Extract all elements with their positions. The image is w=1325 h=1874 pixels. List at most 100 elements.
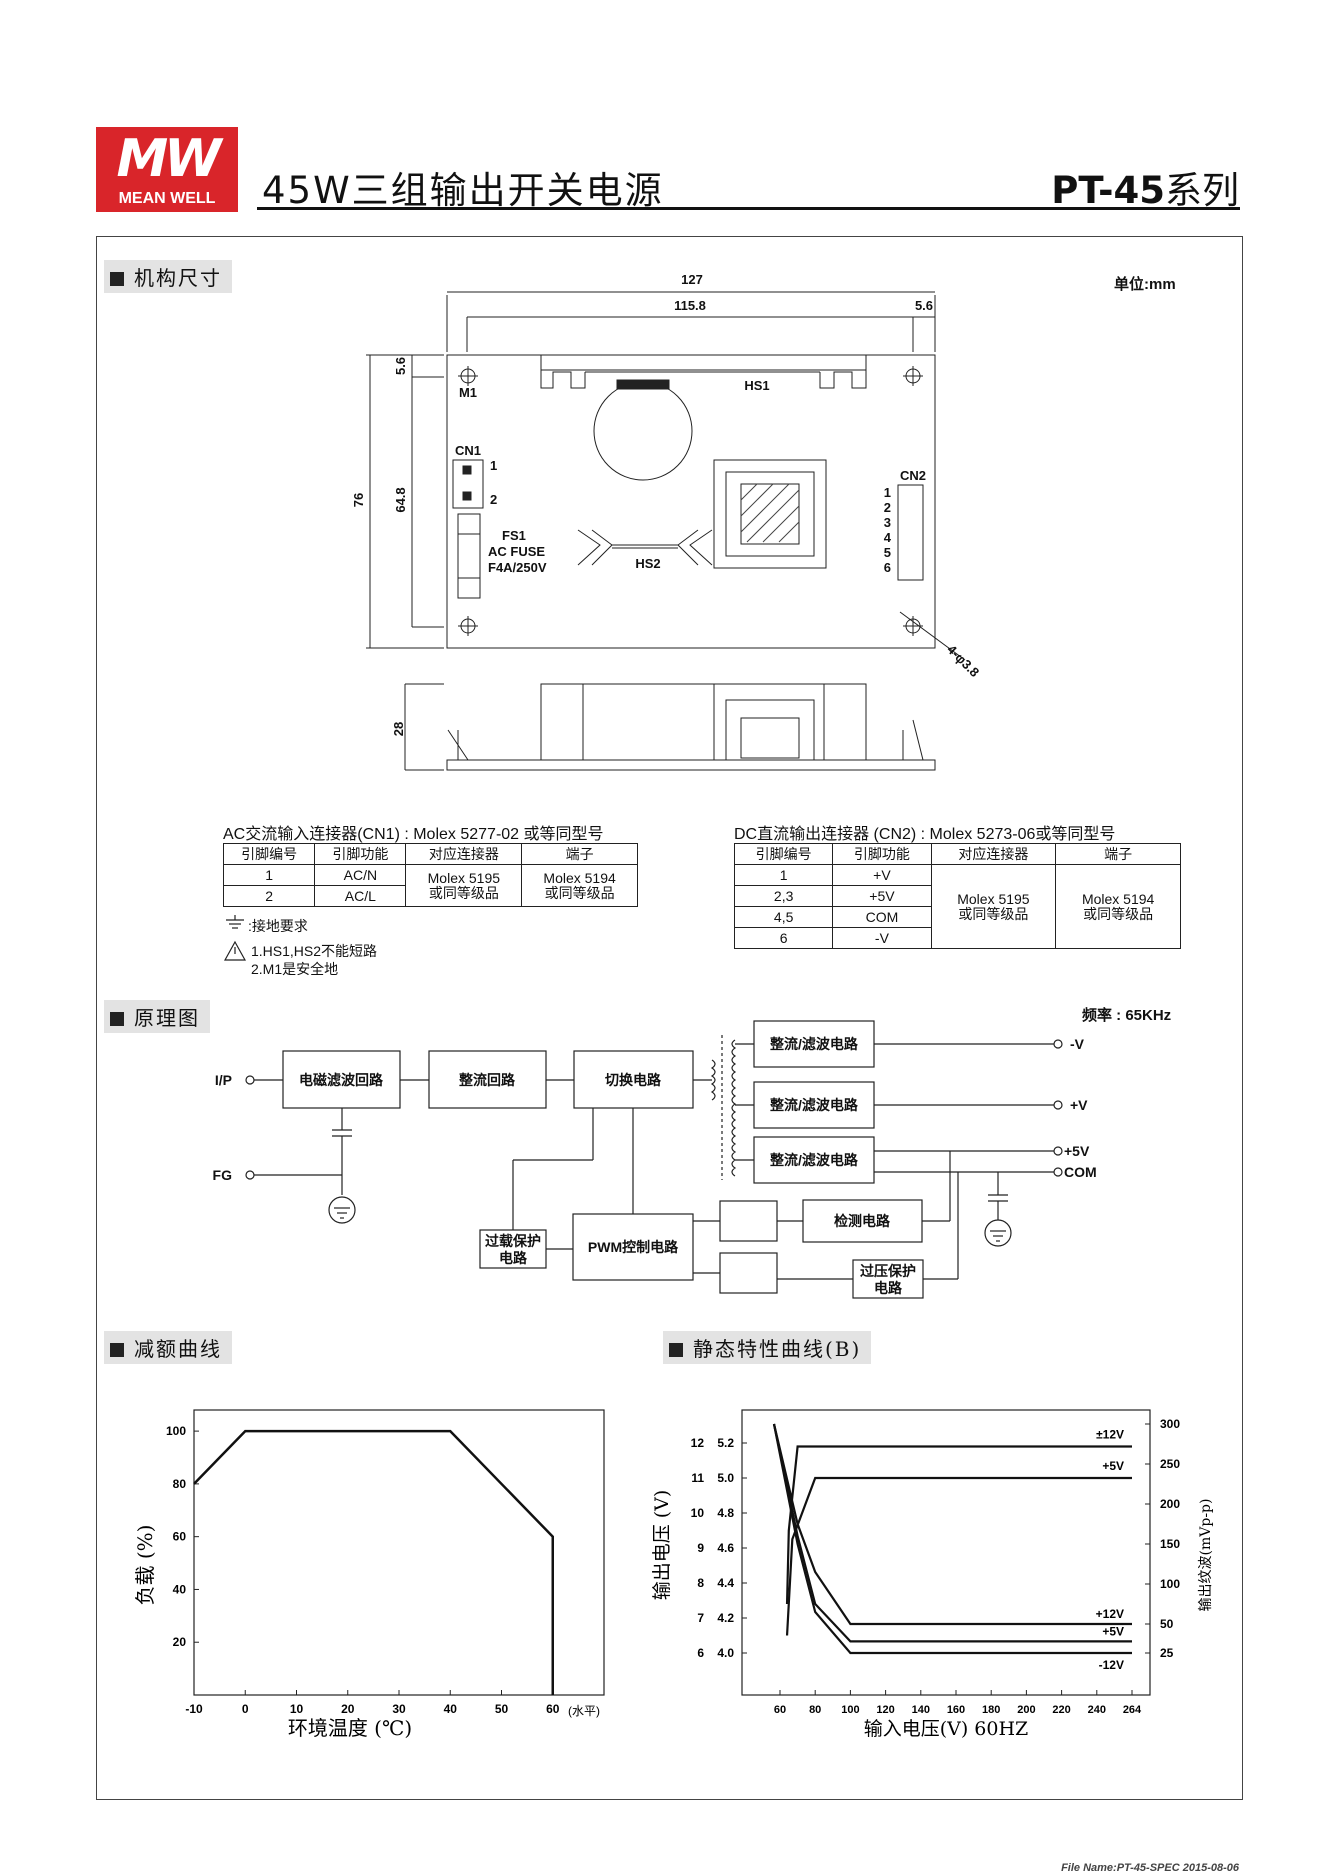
- series-model: PT-45: [1051, 169, 1165, 212]
- static-x-tick-label: 160: [947, 1704, 965, 1716]
- static-y-tick-label-right: 300: [1160, 1417, 1180, 1431]
- label-hs2: HS2: [635, 556, 660, 571]
- static-series-label: +5V: [1102, 1459, 1124, 1473]
- olp-label-1: 过载保护: [485, 1233, 541, 1249]
- derating-plot-frame: [193, 1409, 605, 1696]
- warning-icon: [224, 940, 246, 961]
- static-x-tick-label: 140: [912, 1704, 930, 1716]
- derating-y-tick-label: 80: [173, 1477, 187, 1491]
- cn2-header-terminal: 端子: [1055, 843, 1181, 865]
- cn2-terminal-line-2: 或同等级品: [1083, 905, 1154, 922]
- static-lines: ±12V+5V+12V+5V-12V: [772, 1423, 1132, 1672]
- output-rect-label-3: 整流/滤波电路: [769, 1152, 859, 1168]
- static-y-tick-label-right: 100: [1160, 1577, 1180, 1591]
- derating-x-tick-label: 20: [341, 1702, 355, 1716]
- label-m1: M1: [459, 385, 477, 400]
- derating-y-tick-label: 20: [173, 1635, 187, 1649]
- document-title: 45W三组输出开关电源: [262, 169, 664, 212]
- derating-line: [193, 1429, 554, 1695]
- static-x-tick-label: 60: [774, 1704, 786, 1716]
- dim-board-height: 28: [391, 722, 406, 736]
- static-y-tick-label-right: 50: [1160, 1617, 1174, 1631]
- static-y-tick-label-right: 200: [1160, 1497, 1180, 1511]
- cn2-table-title: DC直流输出连接器 (CN2) : Molex 5273-06或等同型号: [734, 826, 1116, 843]
- static-y-tick-label-outer: 10: [691, 1506, 705, 1520]
- static-series-line: [785, 1445, 1132, 1605]
- note-line-2: 2.M1是安全地: [251, 961, 339, 977]
- static-series-label: -12V: [1099, 1658, 1124, 1672]
- static-series-line: [772, 1423, 1132, 1655]
- static-series-line: [772, 1423, 1132, 1643]
- static-plot-frame: [741, 1409, 1151, 1696]
- optocoupler-2: [719, 1252, 778, 1294]
- cn2-header-mating: 对应连接器: [930, 843, 1057, 865]
- static-y-tick-label-right: 150: [1160, 1537, 1180, 1551]
- output-label-plus-5v: +5V: [1064, 1143, 1090, 1159]
- series-title: PT-45系列: [1051, 160, 1239, 214]
- content-frame: [96, 236, 1243, 1800]
- detect-label: 检测电路: [834, 1213, 891, 1229]
- label-cn1: CN1: [455, 443, 481, 458]
- section-static-title: 静态特性曲线(B): [693, 1337, 862, 1361]
- cn1-header-mating: 对应连接器: [405, 843, 523, 865]
- cn2-pin-6: 6: [884, 560, 891, 575]
- static-y-tick-label-inner: 4.0: [717, 1646, 734, 1660]
- square-bullet-icon: [110, 272, 124, 286]
- derating-x-tick-label: -10: [185, 1702, 203, 1716]
- static-y-tick-label-outer: 7: [697, 1611, 704, 1625]
- cn1-function-cell: AC/L: [314, 885, 407, 907]
- cn2-pin-3: 3: [884, 515, 891, 530]
- dim-hole-spacing-x: 115.8: [674, 298, 706, 313]
- derating-xlabel: 环境温度 (℃): [288, 1716, 412, 1740]
- cn2-function-cell: -V: [832, 927, 932, 949]
- output-label-com: COM: [1064, 1164, 1097, 1180]
- cn1-pin-cell: 1: [222, 864, 316, 886]
- static-series-label: +12V: [1096, 1607, 1124, 1621]
- cn2-pin-cell: 1: [733, 864, 834, 886]
- cn1-mating-line-2: 或同等级品: [428, 884, 499, 901]
- static-ylabel-right: 输出纹波(mVp-p): [1198, 1499, 1214, 1612]
- derating-x-tick-label: 40: [444, 1702, 458, 1716]
- static-x-tick-label: 220: [1052, 1704, 1070, 1716]
- section-mechanical-title: 机构尺寸: [134, 266, 222, 290]
- label-fs1: FS1: [502, 528, 526, 543]
- static-x-tick-label: 200: [1017, 1704, 1035, 1716]
- label-ip: I/P: [215, 1072, 232, 1088]
- dim-edge-offset: 5.6: [915, 298, 933, 313]
- static-y-tick-label-outer: 11: [691, 1471, 704, 1485]
- derating-x-tick-label: 50: [495, 1702, 509, 1716]
- footer-file-name: File Name:PT-45-SPEC 2015-08-06: [1061, 1862, 1239, 1874]
- derating-x-tick-label: 30: [392, 1702, 406, 1716]
- section-derating: 减额曲线: [104, 1331, 232, 1364]
- olp-label-2: 电路: [499, 1250, 528, 1266]
- static-y-tick-label-right: 25: [1160, 1646, 1174, 1660]
- static-x-tick-label: 264: [1123, 1704, 1142, 1716]
- mean-well-logo: MW MEAN WELL: [96, 127, 238, 212]
- note-ground: :接地要求: [248, 918, 308, 934]
- cn1-header-terminal: 端子: [521, 843, 638, 865]
- cn2-function-cell: +5V: [832, 885, 932, 907]
- cn1-function-cell: AC/N: [314, 864, 407, 886]
- static-x-tick-label: 240: [1088, 1704, 1106, 1716]
- cn2-pin-cell: 4,5: [733, 906, 834, 928]
- frequency-label: 频率 : 65KHz: [1082, 1007, 1172, 1024]
- pwm-label: PWM控制电路: [588, 1239, 679, 1255]
- static-y-tick-label-inner: 4.2: [717, 1611, 734, 1625]
- static-series-line: [772, 1423, 1132, 1626]
- static-ylabel-left: 输出电压 (V): [651, 1490, 673, 1601]
- static-y-tick-label-outer: 9: [697, 1541, 704, 1555]
- static-y-tick-label-inner: 4.4: [717, 1576, 734, 1590]
- static-y-tick-label-outer: 12: [691, 1436, 705, 1450]
- section-block-diagram: 原理图: [104, 1000, 210, 1033]
- output-label-minus-v: -V: [1070, 1036, 1085, 1052]
- section-block-diagram-title: 原理图: [134, 1006, 200, 1030]
- section-mechanical: 机构尺寸: [104, 260, 232, 293]
- cn1-header-function: 引脚功能: [314, 843, 407, 865]
- cn2-pin-4: 4: [884, 530, 892, 545]
- derating-ylabel: 负载 (%): [133, 1525, 157, 1606]
- switching-label: 切换电路: [605, 1072, 662, 1088]
- cn2-pin-cell: 2,3: [733, 885, 834, 907]
- cn2-function-cell: COM: [832, 906, 932, 928]
